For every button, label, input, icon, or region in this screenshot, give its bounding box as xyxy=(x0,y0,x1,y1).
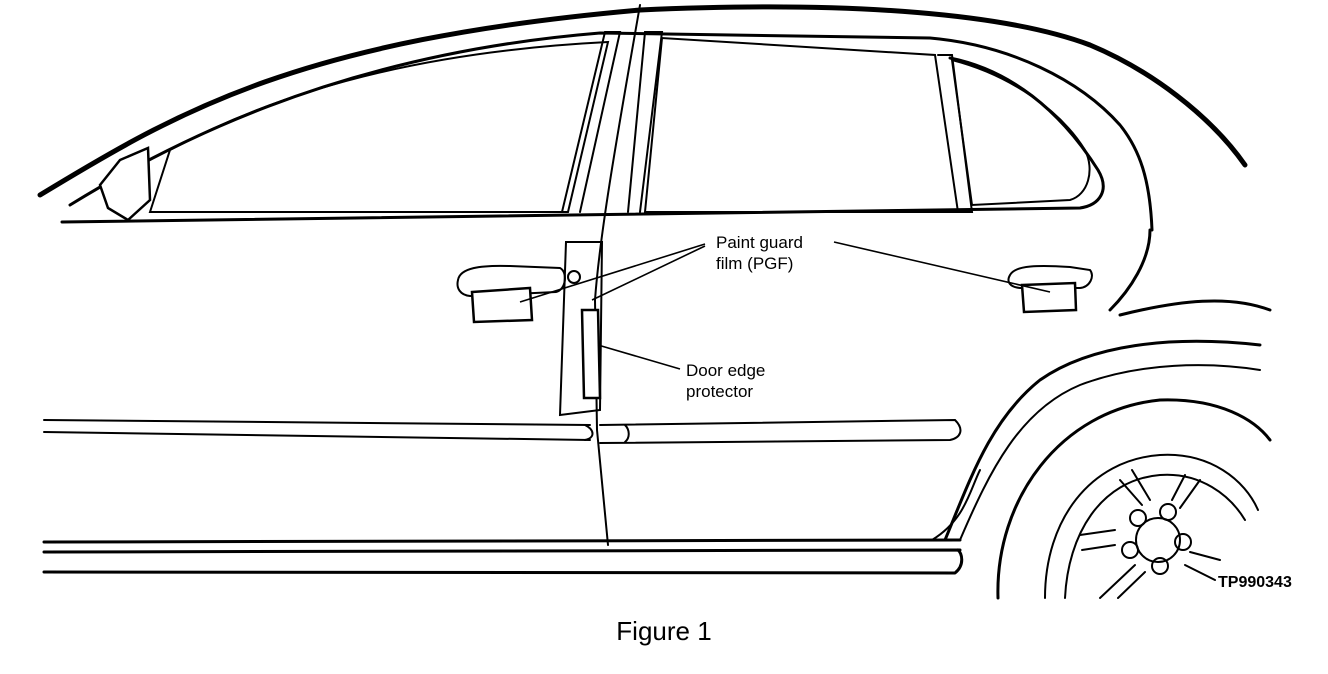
rear-wheel xyxy=(996,398,1272,600)
door-edge-protector xyxy=(580,308,602,400)
front-pgf-patch xyxy=(470,286,534,324)
paint-guard-label-line2: film (PGF) xyxy=(716,254,794,273)
b-pillar-2 xyxy=(627,31,664,213)
roof-line xyxy=(37,4,1248,198)
window-frame xyxy=(68,31,1154,232)
rear-pgf-patch xyxy=(1020,281,1078,314)
rear-window xyxy=(643,36,960,213)
paint-guard-label-line1: Paint guard xyxy=(716,233,803,252)
quarter-window xyxy=(950,58,1091,207)
door-edge-label-line1: Door edge xyxy=(686,361,766,380)
rear-door-handle xyxy=(1007,264,1093,289)
front-window xyxy=(148,40,610,213)
door-edge-panel xyxy=(558,241,604,417)
rear-body xyxy=(1108,228,1272,317)
door-gap-line xyxy=(593,4,641,546)
front-door-handle xyxy=(456,264,566,298)
figure-caption: Figure 1 xyxy=(616,616,712,646)
b-pillar xyxy=(561,31,622,213)
door-edge-label-line2: protector xyxy=(686,382,754,401)
side-mirror xyxy=(98,146,152,222)
wheel-arch xyxy=(943,339,1262,542)
reference-code: TP990343 xyxy=(1218,574,1292,591)
body-molding xyxy=(43,418,962,444)
rocker-panel xyxy=(42,538,964,575)
